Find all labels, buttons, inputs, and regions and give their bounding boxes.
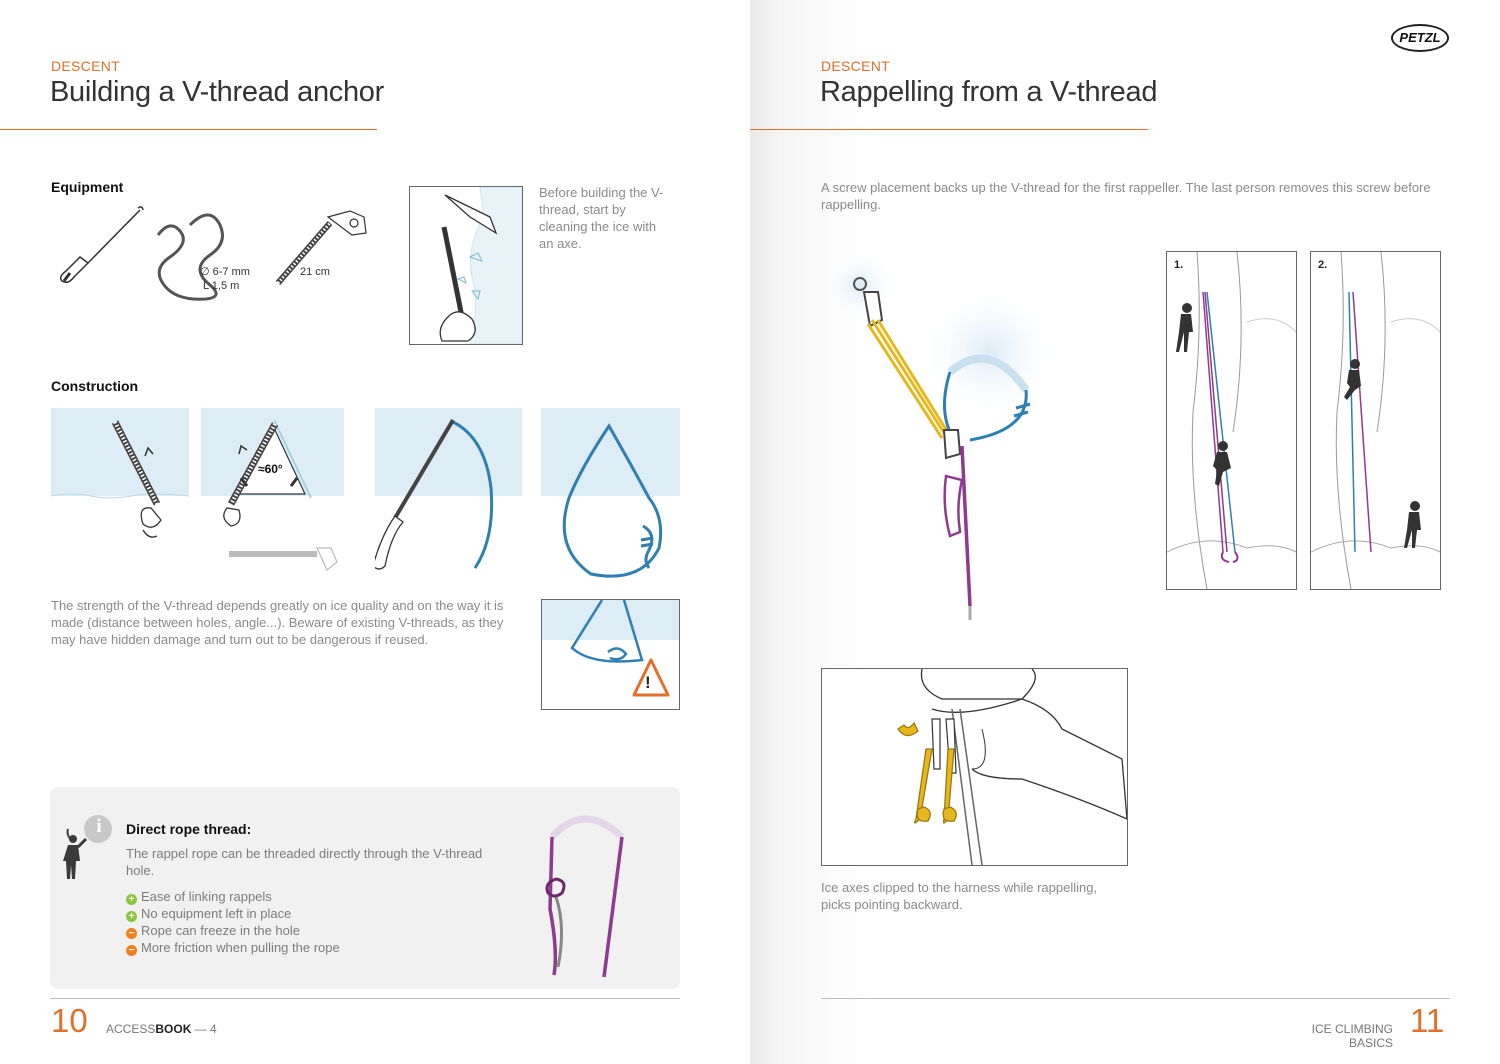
equipment-illustration: [50, 205, 390, 305]
screw-backup-text: A screw placement backs up the V-thread …: [821, 180, 1431, 212]
construction-step-2: [201, 408, 344, 578]
construction-step-1: [51, 408, 189, 578]
minus-icon: −: [126, 928, 137, 939]
footer-rule: [821, 998, 1450, 999]
step-label: 2.: [1318, 259, 1328, 271]
screw-eye-icon: [853, 277, 867, 291]
rappel-step-1: 1.: [1166, 251, 1297, 590]
bullet-item: +No equipment left in place: [126, 905, 291, 922]
cleaning-ice-illustration: [409, 186, 523, 345]
info-body: The rappel rope can be threaded directly…: [126, 846, 483, 878]
direct-rope-illustration: [545, 815, 625, 978]
plus-icon: +: [126, 911, 137, 922]
construction-step-4: [541, 408, 680, 578]
right-page: PETZL DESCENT Rappelling from a V-thread…: [750, 0, 1500, 1064]
ice-screw-icon: [275, 210, 367, 285]
rappel-step-2: 2.: [1310, 251, 1441, 590]
direct-rope-thread-box: i Direct rope thread: The rappel rope ca…: [50, 787, 680, 989]
bullet-item: −More friction when pulling the rope: [126, 939, 340, 956]
plus-icon: +: [126, 894, 137, 905]
carabiner-icon: [942, 429, 962, 460]
warning-symbol: !: [645, 673, 651, 692]
rappeller-icon: [1213, 441, 1231, 486]
climber-icon: [1176, 303, 1193, 352]
construction-heading: Construction: [51, 378, 139, 394]
step-label: 1.: [1174, 259, 1184, 271]
footer-label: ACCESSBOOK — 4: [106, 1022, 217, 1036]
petzl-logo: PETZL: [1391, 24, 1449, 52]
title-rule: [750, 129, 1148, 130]
warning-triangle-icon: [632, 658, 670, 697]
v-thread-rappel-illustration: [820, 240, 1070, 620]
harness-axes-illustration: [821, 668, 1128, 866]
minus-icon: −: [126, 945, 137, 956]
bullet-item: +Ease of linking rappels: [126, 888, 272, 905]
page-title: Rappelling from a V-thread: [820, 76, 1158, 108]
section-label: DESCENT: [821, 58, 890, 74]
left-page: DESCENT Building a V-thread anchor Equip…: [0, 58, 680, 1039]
strength-text: The strength of the V-thread depends gre…: [51, 598, 504, 647]
title-rule: [0, 129, 377, 130]
warning-illustration: !: [541, 599, 680, 710]
bullet-item: −Rope can freeze in the hole: [126, 922, 300, 939]
ice-axe-head-icon: [444, 194, 498, 235]
angle-label: ≈60°: [258, 462, 283, 476]
cord-icon: [156, 213, 224, 301]
belayer-icon: [1404, 501, 1421, 548]
info-symbol: i: [96, 816, 102, 837]
rappel-device-icon: [943, 474, 964, 538]
info-heading: Direct rope thread:: [126, 821, 252, 837]
section-label: DESCENT: [51, 58, 120, 74]
axes-caption: Ice axes clipped to the harness while ra…: [821, 880, 1098, 912]
footer-rule: [50, 998, 680, 999]
screw-length: 21 cm: [300, 266, 330, 278]
hook-tool-icon: [59, 206, 144, 284]
construction-step-3: [375, 408, 522, 578]
page-title: Building a V-thread anchor: [50, 76, 384, 108]
ice-axe-icon: [897, 721, 957, 824]
rappeller-icon: [1344, 359, 1361, 400]
footer-label: ICE CLIMBING BASICS: [1311, 1022, 1393, 1050]
cord-length: L 1,5 m: [203, 280, 240, 292]
person-info-icon: [63, 815, 112, 879]
page-number: 10: [51, 1002, 88, 1039]
cleaning-text: Before building the V-thread, start by c…: [539, 185, 664, 251]
equipment-heading: Equipment: [51, 179, 124, 195]
page-number: 11: [1410, 1002, 1445, 1039]
cord-diameter: ∅ 6-7 mm: [200, 266, 250, 278]
